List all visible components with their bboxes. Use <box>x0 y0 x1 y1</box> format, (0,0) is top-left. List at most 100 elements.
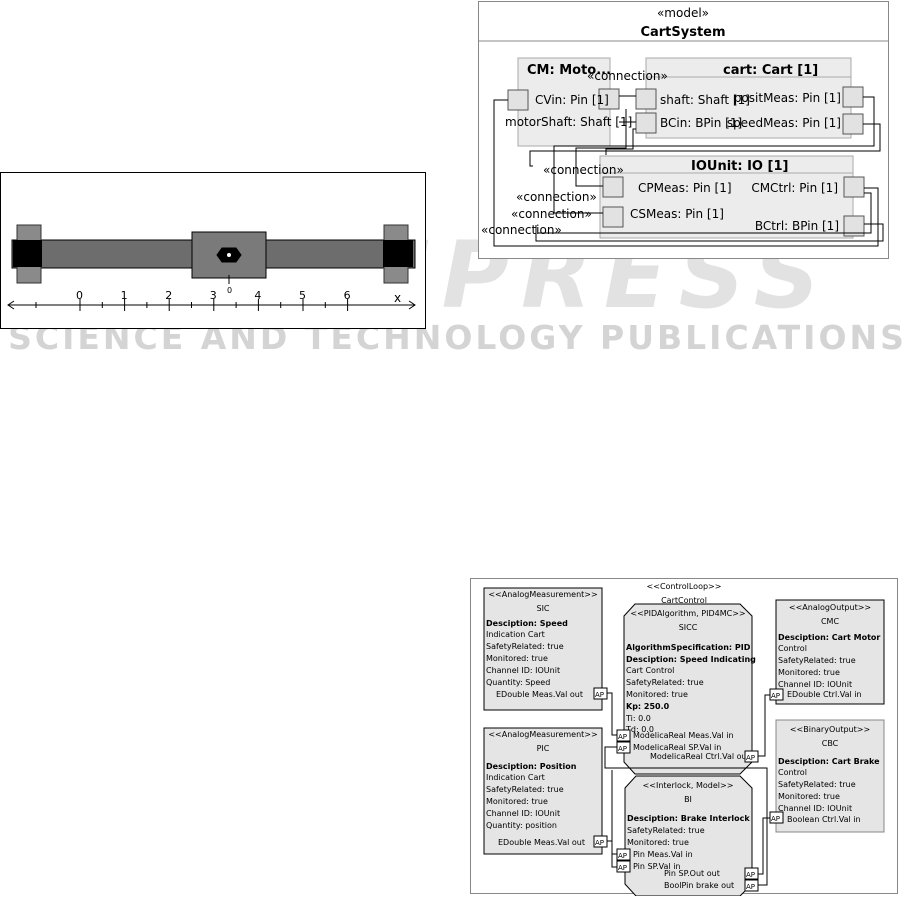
svg-text:BoolPin brake out: BoolPin brake out <box>664 881 734 890</box>
cm-part-title: CM: Moto... <box>527 63 611 78</box>
svg-text:SafetyRelated: true: SafetyRelated: true <box>778 656 856 665</box>
svg-text:CMC: CMC <box>821 617 839 626</box>
svg-text:Indication Cart: Indication Cart <box>486 630 545 639</box>
svg-text:ModelicaReal SP.Val in: ModelicaReal SP.Val in <box>633 743 721 752</box>
x-axis-tick-label: 1 <box>121 289 128 302</box>
io-part-title: IOUnit: IO [1] <box>691 159 788 174</box>
right-stop-block <box>383 240 413 267</box>
svg-text:Control: Control <box>778 644 807 653</box>
svg-text:AP: AP <box>746 871 755 879</box>
connection-label: «connection» <box>516 190 597 204</box>
svg-text:<<Interlock, Model>>: <<Interlock, Model>> <box>643 781 734 790</box>
control-loop-diagram: <<ControlLoop>> CartControl <<AnalogMeas… <box>470 578 898 896</box>
model-title: CartSystem <box>640 25 725 40</box>
svg-text:PIC: PIC <box>537 744 550 753</box>
svg-text:CBC: CBC <box>822 739 839 748</box>
io-port-label: CMCtrl: Pin [1] <box>751 181 838 195</box>
x-axis-tick-label: 3 <box>210 289 217 302</box>
svg-text:Td: 0.0: Td: 0.0 <box>625 725 654 734</box>
svg-text:SafetyRelated: true: SafetyRelated: true <box>626 678 704 687</box>
svg-text:Indication Cart: Indication Cart <box>486 773 545 782</box>
cm-port-label: motorShaft: Shaft [1] <box>505 115 632 129</box>
svg-text:<<AnalogMeasurement>>: <<AnalogMeasurement>> <box>488 730 597 739</box>
svg-text:SafetyRelated: true: SafetyRelated: true <box>627 826 705 835</box>
svg-text:AP: AP <box>618 733 627 741</box>
connection-label: «connection» <box>543 163 624 177</box>
cart-port-label: positMeas: Pin [1] <box>734 91 841 105</box>
svg-text:Kp: 250.0: Kp: 250.0 <box>626 702 670 711</box>
cart-port-label: BCin: BPin [1] <box>660 116 742 130</box>
x-axis-tick-label: 6 <box>344 289 351 302</box>
svg-text:SIC: SIC <box>536 604 549 613</box>
svg-text:<<PIDAlgorithm, PID4MC>>: <<PIDAlgorithm, PID4MC>> <box>630 609 745 618</box>
svg-text:Channel ID: IOUnit: Channel ID: IOUnit <box>486 809 560 818</box>
svg-text:Desciption: Speed: Desciption: Speed <box>486 619 568 628</box>
cart-part <box>645 57 852 139</box>
svg-text:<<AnalogMeasurement>>: <<AnalogMeasurement>> <box>488 590 597 599</box>
cart-center-dot <box>227 253 231 257</box>
svg-text:Boolean Ctrl.Val in: Boolean Ctrl.Val in <box>787 815 861 824</box>
svg-text:Pin SP.Val in: Pin SP.Val in <box>633 862 681 871</box>
cmc-block: <<AnalogOutput>> CMC Desciption: Cart Mo… <box>769 599 885 705</box>
x-axis-right-arrow <box>408 300 416 310</box>
svg-text:AP: AP <box>771 692 780 700</box>
cbc-block: <<BinaryOutput>> CBC Desciption: Cart Br… <box>769 719 885 833</box>
io-port-label: BCtrl: BPin [1] <box>755 219 839 233</box>
cart-marker-label: 0 <box>227 286 232 295</box>
svg-text:AP: AP <box>746 754 755 762</box>
svg-text:Monitored: true: Monitored: true <box>778 668 840 677</box>
connection-label: «connection» <box>481 223 562 237</box>
svg-text:Channel ID: IOUnit: Channel ID: IOUnit <box>778 680 852 689</box>
svg-text:Monitored: true: Monitored: true <box>778 792 840 801</box>
bi-block: <<Interlock, Model>> BI Desciption: Brak… <box>616 775 759 896</box>
io-port-label: CPMeas: Pin [1] <box>638 181 732 195</box>
svg-text:Quantity: position: Quantity: position <box>486 821 557 830</box>
cm-cvin-port <box>507 89 529 111</box>
cart-shaft-port <box>635 88 657 110</box>
svg-text:AP: AP <box>595 839 604 847</box>
cart-part-title: cart: Cart [1] <box>723 63 818 78</box>
x-axis-tick-label: 4 <box>254 289 261 302</box>
svg-text:BI: BI <box>684 795 692 804</box>
svg-text:SafetyRelated: true: SafetyRelated: true <box>778 780 856 789</box>
cart-port-label: speedMeas: Pin [1] <box>727 116 841 130</box>
cart-positmeas-port <box>842 86 864 108</box>
svg-text:Monitored: true: Monitored: true <box>626 690 688 699</box>
x-axis-left-arrow <box>7 300 15 310</box>
svg-text:AP: AP <box>771 815 780 823</box>
cart-speedmeas-port <box>842 113 864 135</box>
x-axis-tick-label: 2 <box>165 289 172 302</box>
svg-text:SafetyRelated: true: SafetyRelated: true <box>486 642 564 651</box>
svg-text:Pin Meas.Val in: Pin Meas.Val in <box>633 850 693 859</box>
cm-port-label: CVin: Pin [1] <box>535 93 609 107</box>
control-loop-wires <box>604 692 770 886</box>
io-csmeas-port <box>602 206 624 228</box>
connector-lines <box>493 95 884 247</box>
pic-block: <<AnalogMeasurement>> PIC Desciption: Po… <box>483 727 608 855</box>
svg-text:SICC: SICC <box>679 623 698 632</box>
cm-motorshaft-port <box>598 88 620 110</box>
svg-text:<<AnalogOutput>>: <<AnalogOutput>> <box>789 603 871 612</box>
svg-text:Desciption: Cart Motor: Desciption: Cart Motor <box>778 633 880 642</box>
control-loop-name: CartControl <box>661 596 707 605</box>
svg-text:Desciption: Brake Interlock: Desciption: Brake Interlock <box>627 814 750 823</box>
svg-text:AP: AP <box>618 864 627 872</box>
svg-text:Desciption: Cart Brake: Desciption: Cart Brake <box>778 757 880 766</box>
svg-text:SafetyRelated: true: SafetyRelated: true <box>486 785 564 794</box>
svg-text:ModelicaReal Ctrl.Val out: ModelicaReal Ctrl.Val out <box>650 752 750 761</box>
io-port-label: CSMeas: Pin [1] <box>630 207 724 221</box>
model-stereotype: «model» <box>657 6 709 20</box>
svg-text:AP: AP <box>618 745 627 753</box>
sic-block: <<AnalogMeasurement>> SIC Desciption: Sp… <box>483 587 608 711</box>
svg-text:AlgorithmSpecification: PID: AlgorithmSpecification: PID <box>626 643 751 652</box>
svg-text:EDouble Meas.Val out: EDouble Meas.Val out <box>498 838 585 847</box>
left-stop-block <box>13 240 42 267</box>
svg-text:Desciption: Position: Desciption: Position <box>486 762 577 771</box>
x-axis-tick-label: 0 <box>76 289 83 302</box>
io-bctrl-port <box>843 215 865 237</box>
connection-label: «connection» <box>511 207 592 221</box>
connection-label: «connection» <box>587 69 668 83</box>
io-cmctrl-port <box>843 176 865 198</box>
